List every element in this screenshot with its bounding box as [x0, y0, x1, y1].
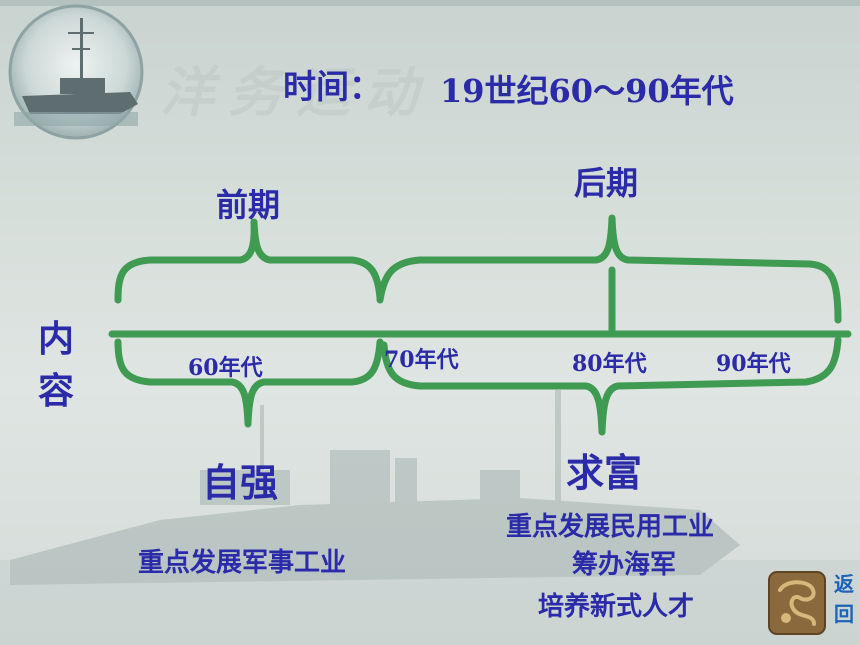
- time-label: 时间：: [283, 67, 382, 106]
- period-early-label: 前期: [216, 186, 281, 224]
- focus-late-item-2: 筹办海军: [572, 550, 677, 580]
- late-upper-brace: [376, 214, 842, 324]
- early-upper-brace: [114, 218, 384, 304]
- return-button[interactable]: 返 回: [766, 568, 858, 640]
- goal-early-label: 自强: [202, 461, 279, 505]
- bronze-emblem-icon: [768, 571, 826, 635]
- return-label-2: 回: [834, 602, 854, 626]
- period-late-label: 后期: [574, 164, 639, 202]
- decade-90s-label: 90年代: [716, 351, 791, 377]
- goal-late-label: 求富: [566, 451, 643, 495]
- return-label-1: 返: [834, 572, 854, 596]
- decade-70s-label: 70年代: [384, 347, 459, 373]
- decade-80s-label: 80年代: [572, 351, 647, 377]
- focus-early-item: 重点发展军事工业: [138, 548, 347, 578]
- focus-late-item-1: 重点发展民用工业: [506, 512, 715, 542]
- watermark-text: 洋务运动: [160, 60, 432, 124]
- decade-60s-label: 60年代: [188, 355, 263, 381]
- focus-late-item-3: 培养新式人才: [538, 592, 695, 622]
- content-side-label-2: 容: [38, 371, 75, 412]
- time-range: 19世纪60～90年代: [440, 72, 734, 110]
- ship-thumbnail-image: [8, 4, 144, 140]
- content-side-label-1: 内: [38, 319, 75, 360]
